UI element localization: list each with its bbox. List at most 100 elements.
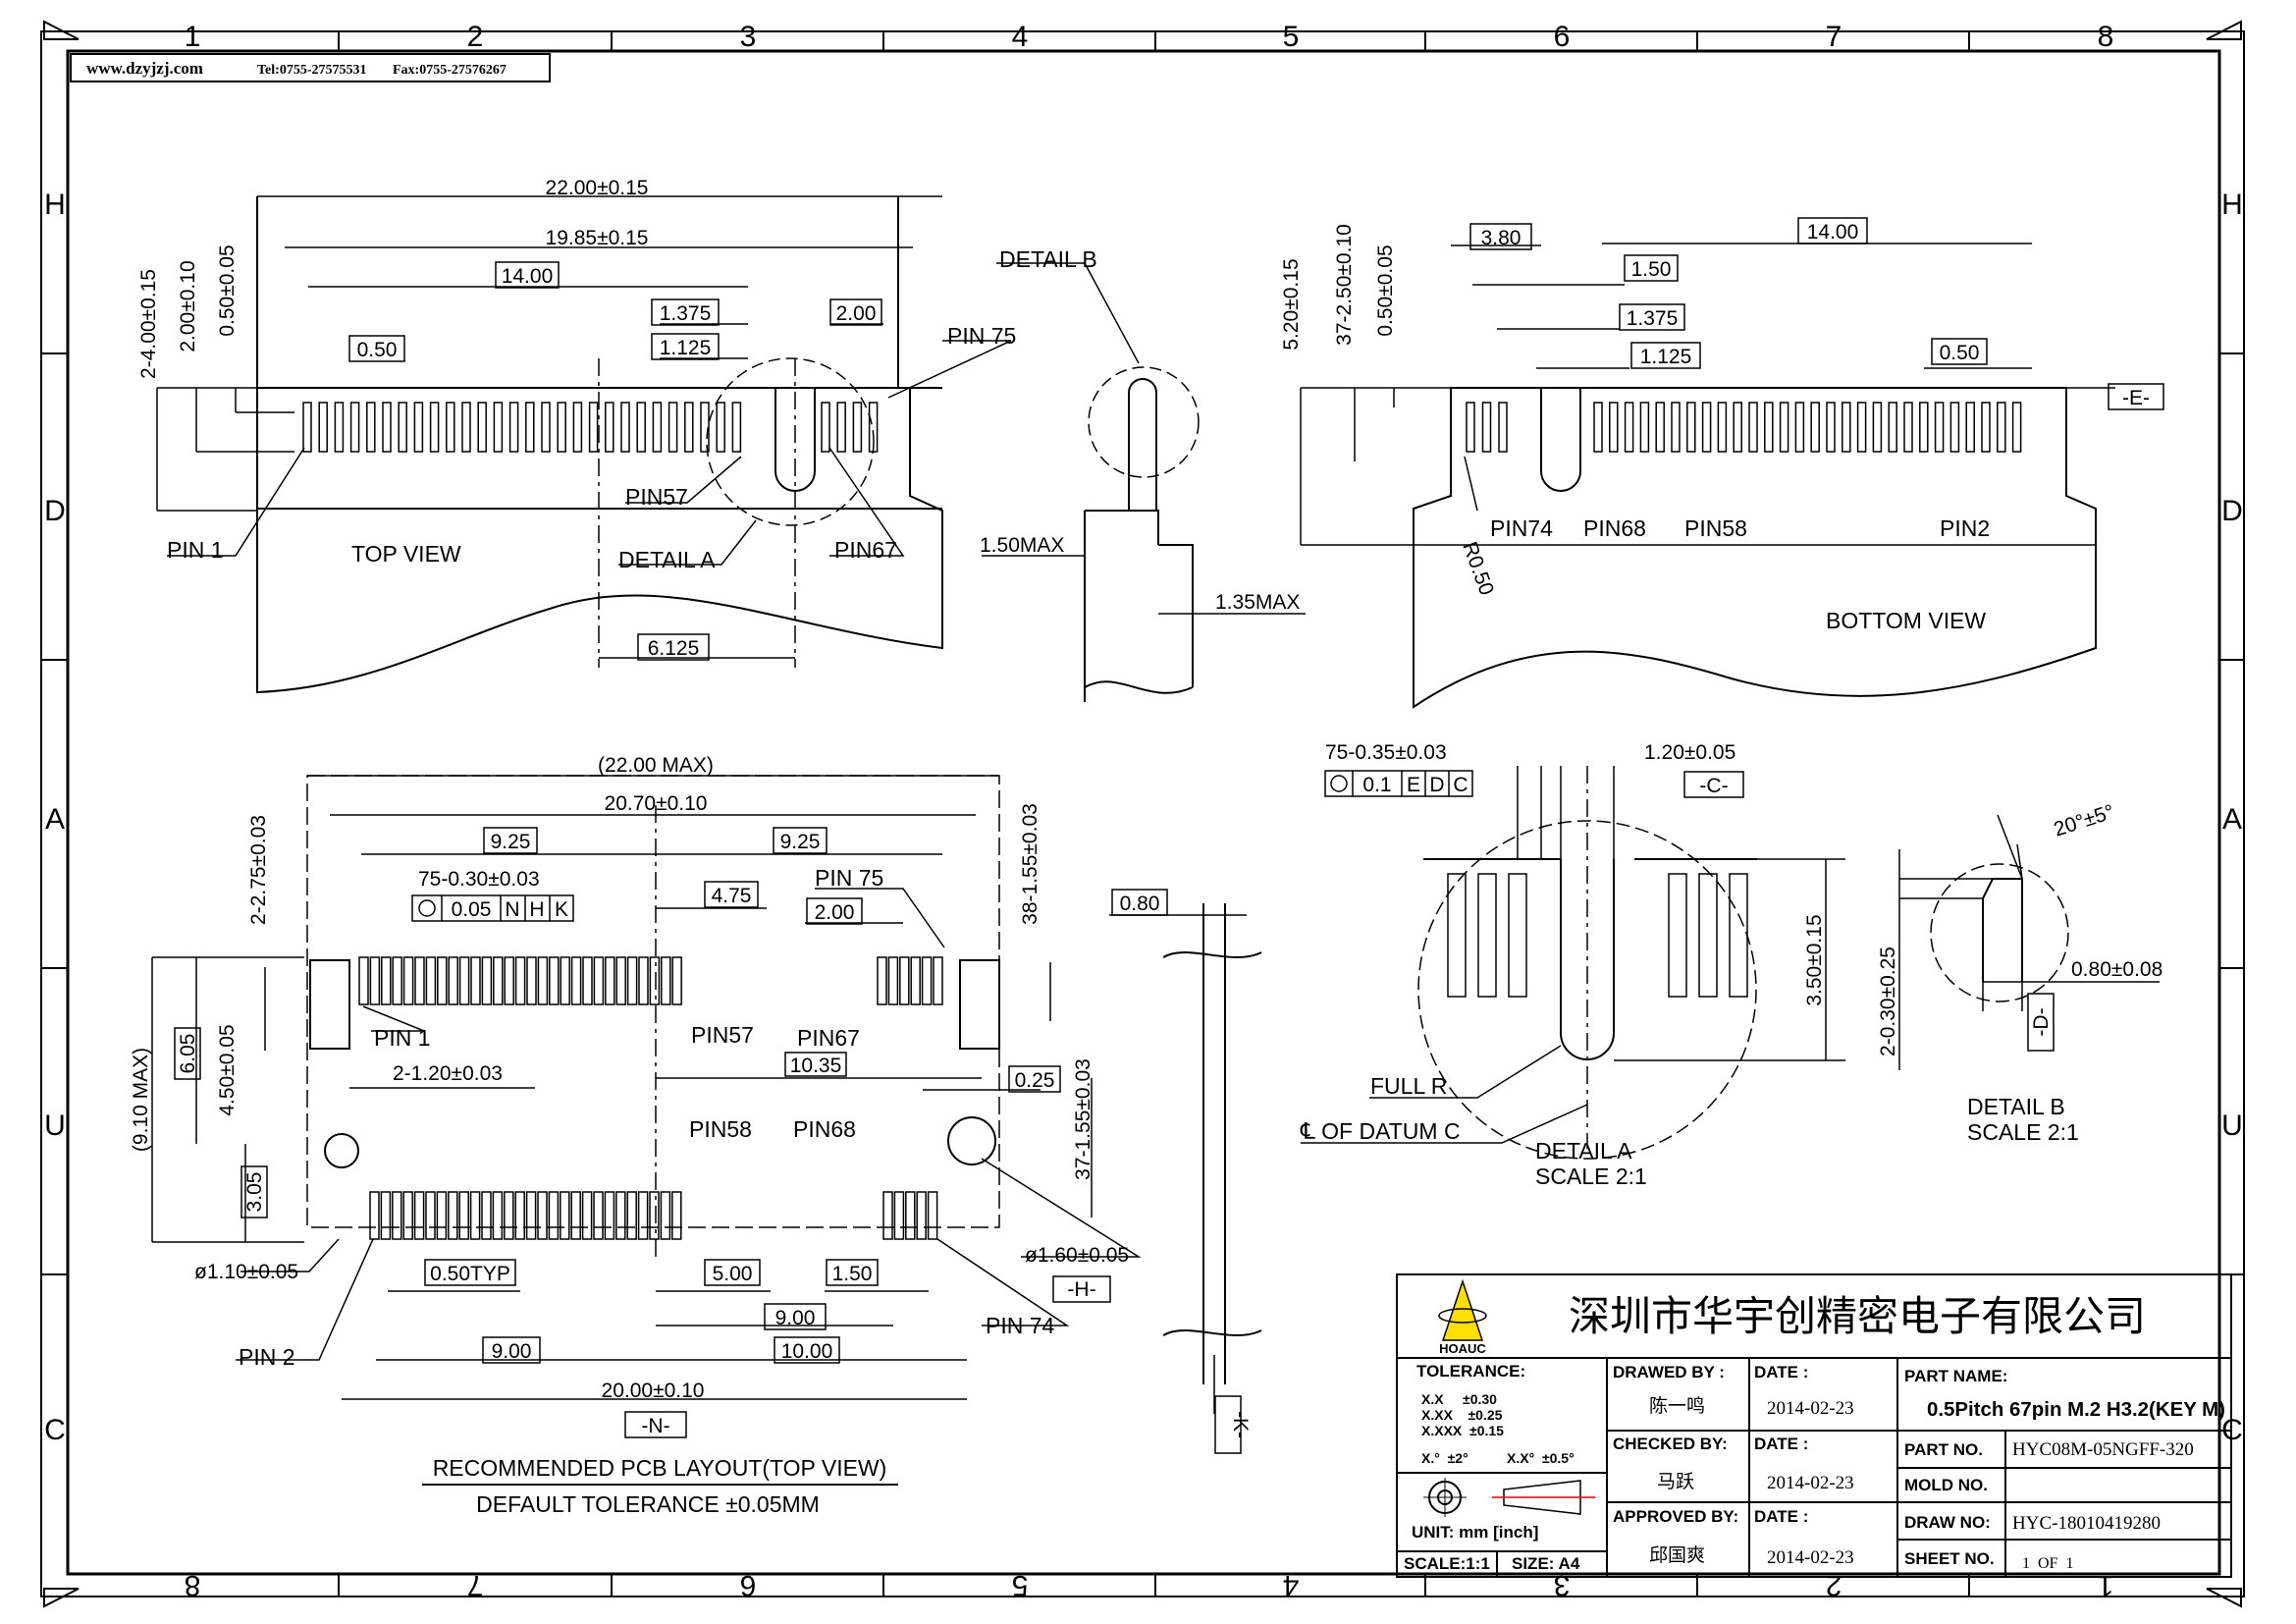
unit-text: UNIT: mm [inch] bbox=[1412, 1523, 1538, 1542]
dim-200: 2.00 bbox=[815, 901, 855, 924]
bottom-view-pin bbox=[1655, 402, 1665, 453]
pcb-pad bbox=[413, 1191, 425, 1240]
pcb-pad bbox=[671, 956, 682, 1005]
position-symbol-icon bbox=[418, 899, 436, 917]
dim-1000: 10.00 bbox=[781, 1340, 833, 1363]
dim-width-2000: 20.00±0.10 bbox=[602, 1380, 705, 1402]
pcb-pad bbox=[481, 1191, 492, 1240]
top-view-pin bbox=[413, 402, 424, 453]
pcb-pad bbox=[425, 1191, 436, 1240]
label-pcb-pin75: PIN 75 bbox=[815, 865, 883, 891]
top-view-pin bbox=[446, 402, 455, 453]
zone-bottom-5: 5 bbox=[1012, 1569, 1029, 1601]
bottom-view-pin bbox=[1779, 402, 1789, 453]
inner-border bbox=[66, 49, 2221, 1576]
detail-a-pin bbox=[1447, 873, 1467, 998]
top-view-pin bbox=[588, 402, 599, 453]
pcb-pad bbox=[593, 956, 605, 1005]
top-view-pin bbox=[382, 402, 392, 453]
zone-right-u: U bbox=[2221, 1110, 2243, 1142]
zone-top-2: 2 bbox=[467, 21, 484, 53]
top-view-pin bbox=[605, 402, 614, 453]
dim-overall-max: (22.00 MAX) bbox=[598, 754, 714, 777]
pcb-layout bbox=[151, 775, 1142, 1400]
pcb-pad bbox=[458, 956, 470, 1005]
pcb-pads-top-left bbox=[358, 956, 682, 1005]
dim-key-offset-b: 1.125 bbox=[660, 337, 712, 359]
pcb-pads-top-right bbox=[877, 956, 943, 1005]
zone-bottom-2: 2 bbox=[1826, 1569, 1842, 1601]
approved-by-value: 邱国爽 bbox=[1649, 1544, 1705, 1566]
dim-500: 5.00 bbox=[713, 1263, 753, 1285]
pcb-pad bbox=[649, 956, 661, 1005]
label-detail-b: DETAIL B bbox=[999, 246, 1097, 272]
detail-a-pin bbox=[1508, 873, 1527, 998]
zone-right-d: D bbox=[2221, 495, 2243, 527]
bottom-view-pin bbox=[1965, 402, 1975, 453]
bottom-view-pin bbox=[1481, 402, 1492, 453]
dim-da-120: 1.20±0.05 bbox=[1644, 741, 1735, 764]
label-pin1: PIN 1 bbox=[167, 537, 224, 563]
fcf-top-k: K bbox=[555, 898, 568, 921]
top-view-pin bbox=[349, 402, 360, 453]
bottom-view-pin bbox=[1794, 402, 1805, 453]
fcf-top-n: N bbox=[505, 898, 519, 921]
detail-a-title: DETAIL A bbox=[1535, 1138, 1632, 1164]
pcb-layout-text: (22.00 MAX) 20.70±0.10 9.25 9.25 75-0.30… bbox=[130, 754, 1129, 1517]
top-view-pin bbox=[620, 402, 630, 453]
top-view-pin bbox=[652, 402, 663, 453]
bottom-view-pin bbox=[1748, 402, 1758, 453]
pcb-pad bbox=[877, 956, 887, 1005]
fcf-top-tol: 0.05 bbox=[452, 898, 492, 921]
top-view-pin bbox=[700, 402, 710, 453]
bottom-view-pin bbox=[1856, 402, 1867, 453]
label-full-r: FULL R bbox=[1370, 1073, 1447, 1099]
bottom-view-pin bbox=[1593, 402, 1603, 453]
pcb-pad bbox=[392, 1191, 402, 1240]
pcb-pad bbox=[893, 1191, 905, 1240]
pcb-pad bbox=[916, 1191, 927, 1240]
position-symbol-icon bbox=[1330, 775, 1348, 792]
dim-1375: 1.375 bbox=[1627, 307, 1679, 330]
top-view-pin bbox=[508, 402, 519, 453]
fcf-top: 0.05 N H K bbox=[411, 894, 574, 922]
pcb-pad bbox=[548, 1191, 560, 1240]
label-pcb-pin1: PIN 1 bbox=[374, 1025, 431, 1051]
tol-line-2: X.XX ±0.25 bbox=[1421, 1407, 1503, 1423]
bottom-view-pin bbox=[1826, 402, 1836, 453]
label-pcb-pin67: PIN67 bbox=[797, 1025, 860, 1051]
pcb-pad bbox=[671, 1191, 682, 1240]
detail-a-pin bbox=[1477, 873, 1497, 998]
datum-h: -H- bbox=[1067, 1278, 1095, 1301]
dim-150: 1.50 bbox=[1631, 258, 1672, 281]
dim-bv-height-a: 5.20±0.15 bbox=[1280, 258, 1303, 350]
top-view-pin bbox=[852, 402, 863, 453]
top-view-pin bbox=[557, 402, 566, 453]
pcb-pad bbox=[526, 956, 537, 1005]
dim-bv-height-c: 0.50±0.05 bbox=[1374, 244, 1397, 336]
pcb-pad bbox=[414, 956, 425, 1005]
top-view-pin bbox=[477, 402, 487, 453]
dim-half-right: 9.25 bbox=[780, 831, 821, 853]
label-pin2: PIN2 bbox=[1940, 515, 1990, 541]
pcb-pad bbox=[402, 956, 414, 1005]
dim-605: 6.05 bbox=[177, 1034, 199, 1074]
zone-top-4: 4 bbox=[1012, 21, 1029, 53]
detail-b-view bbox=[1898, 814, 2160, 1070]
dim-1125: 1.125 bbox=[1640, 346, 1692, 368]
bottom-view-pin bbox=[1701, 402, 1712, 453]
header-box: www.dzyjzj.com Tel:0755-27575531 Fax:075… bbox=[70, 53, 551, 82]
logo-text: HOAUC bbox=[1439, 1341, 1486, 1356]
top-view-pin bbox=[366, 402, 376, 453]
pcb-pad bbox=[560, 1191, 570, 1240]
dim-db-angle: 20°±5° bbox=[2051, 800, 2116, 840]
top-view-pin bbox=[836, 402, 846, 453]
top-view-pin bbox=[572, 402, 583, 453]
pcb-pad bbox=[425, 956, 437, 1005]
datum-k-text: 0.80 -K- bbox=[1111, 889, 1252, 1454]
sheet-no-value: 1 OF 1 bbox=[2022, 1555, 2073, 1572]
top-view-pins-right bbox=[821, 402, 879, 453]
part-name-label: PART NAME: bbox=[1904, 1367, 2007, 1385]
dim-height-max: (9.10 MAX) bbox=[130, 1048, 152, 1152]
